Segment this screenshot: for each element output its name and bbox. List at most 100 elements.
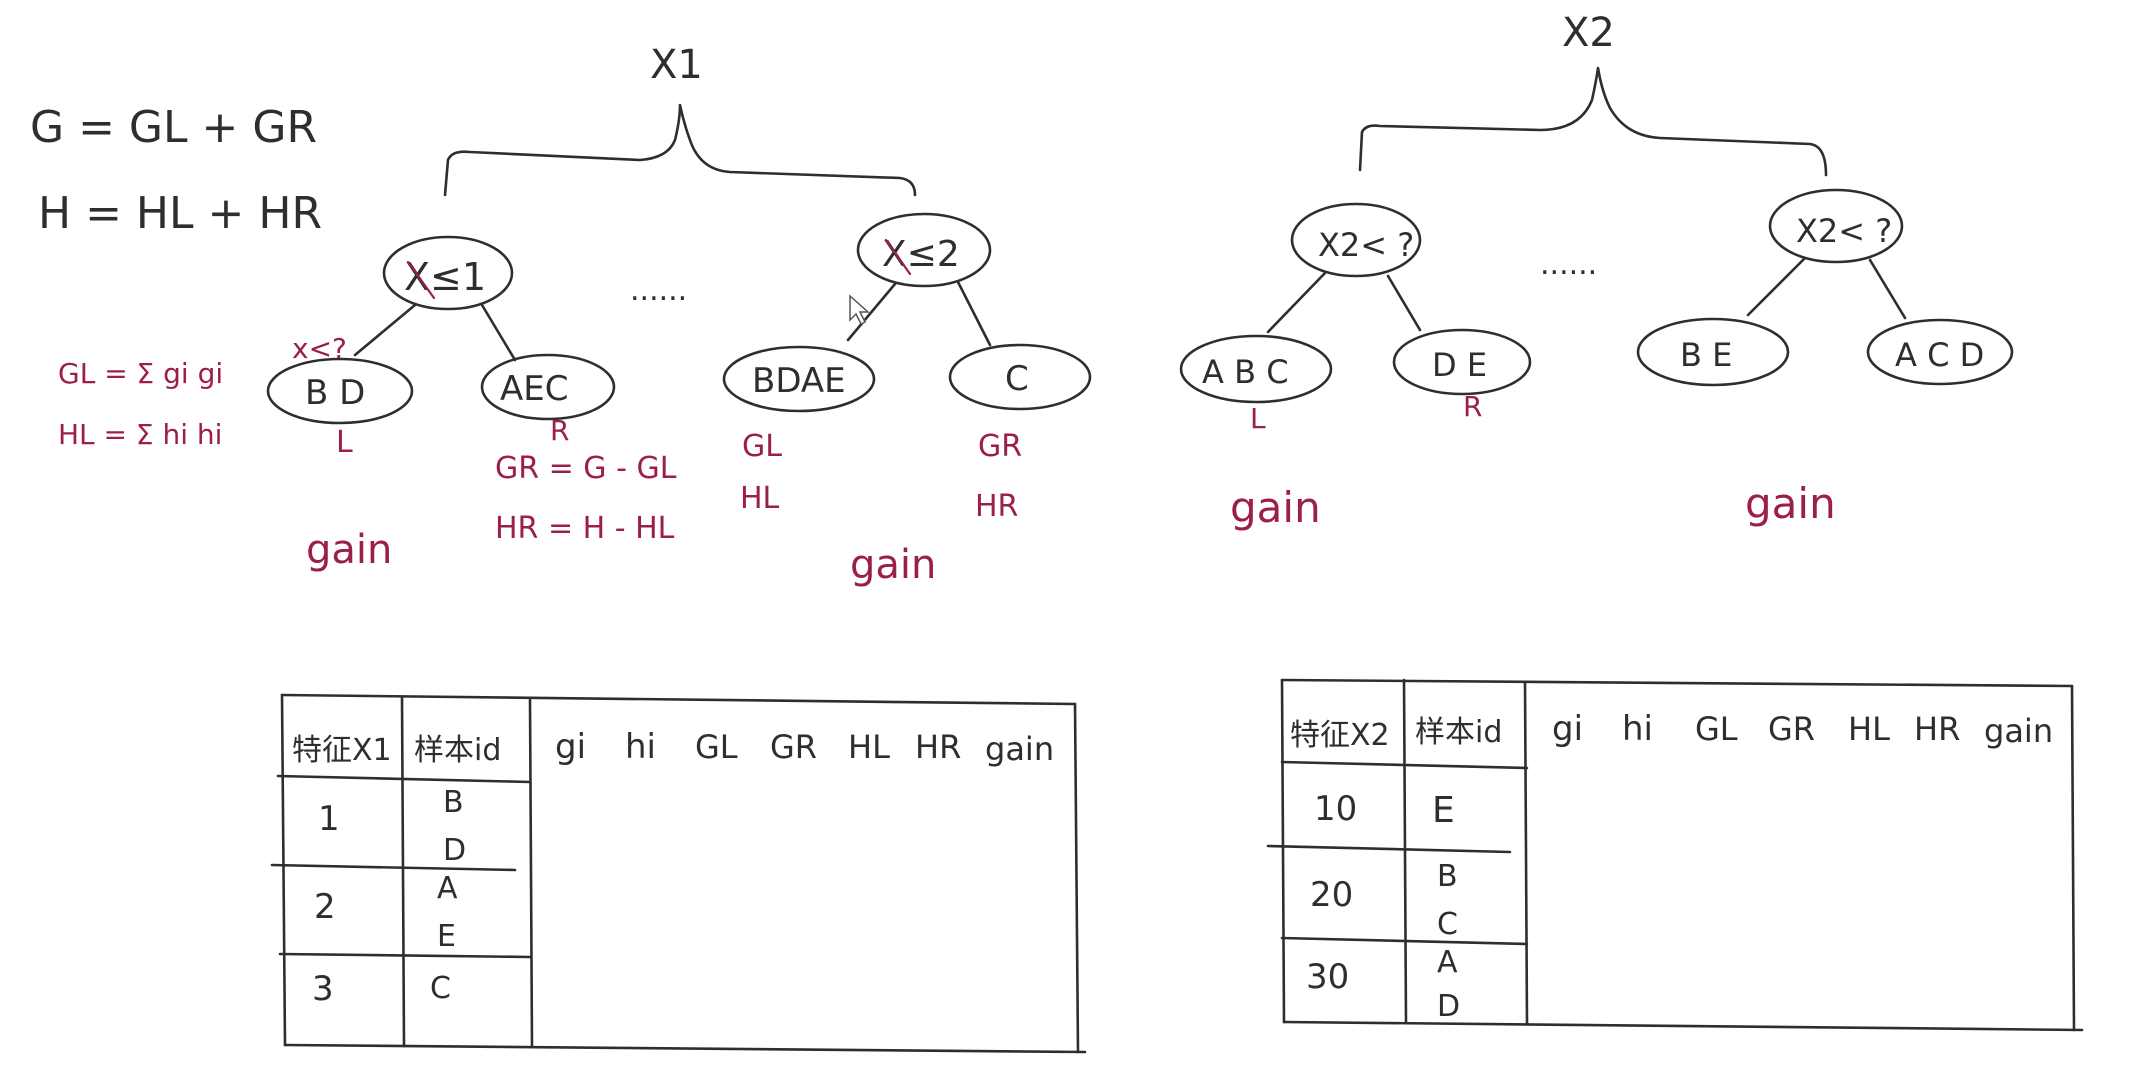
table-x2-row-id: A [1437,945,1458,980]
table-x1-header: hi [625,727,656,767]
tree-x2-split-b-node [1768,188,1904,264]
tree-x1-split-b-node [856,212,992,288]
formula-hl-sum: HL = Σ hi hi [58,418,222,451]
strike-mark [406,260,436,300]
table-x1-header: GR [770,728,817,766]
table-x1-row-id: E [437,919,456,954]
tree-x2-split-a-right-samples: D E [1432,346,1487,384]
tree-x2-split-b-right-samples: A C D [1895,336,1984,374]
tree-x2-split-a-condition: X2< ? [1318,226,1414,264]
table-x2-row-id: D [1437,989,1460,1024]
tree-x1-split-a-gain: gain [306,527,392,573]
table-x2-header: hi [1622,709,1653,749]
table-x2-header: 特征X2 [1290,718,1390,753]
table-x1-grid [270,693,1087,1054]
table-x2-header: gi [1552,709,1583,749]
tree-x1-split-a-edge-left [353,303,417,357]
table-x1-row-id: C [430,971,451,1006]
tree-x1-split-a-right-leaf [480,353,616,421]
table-x2-row-value: 30 [1306,957,1349,997]
tree-x2-split-a-left-leaf [1179,334,1333,404]
tree-x2-split-b-condition: X2< ? [1796,212,1892,250]
tree-x1-split-b-right-leaf [948,343,1092,411]
table-x2-header: 样本id [1415,715,1502,750]
tree-x2-split-b-gain: gain [1745,479,1836,528]
table-x2-header: GL [1695,710,1738,748]
table-x1-header: gain [985,730,1054,768]
tree-x2-split-b-right-leaf [1866,318,2014,386]
table-x1-row-value: 2 [314,887,336,927]
tree-x1-split-b-right-samples: C [1005,359,1029,399]
tree-x1-split-b-condition: X≤2 [882,234,960,275]
table-x2-grid [1266,678,2084,1032]
formula-block: G = GL + GR H = HL + HR [30,102,322,239]
tree-x1-split-b-left-leaf [722,345,876,413]
tree-x1-split-b-right-h: HR [975,489,1018,524]
formula-hr-diff: HR = H - HL [495,511,675,546]
tree-x2-split-b-left-samples: B E [1680,336,1732,374]
tree-x2-split-a-right-tag: R [1463,390,1482,423]
table-x1-row-id: A [437,871,458,906]
tree-x2-split-a-left-samples: A B C [1202,353,1289,391]
tree-x2-split-a-node [1290,202,1422,278]
table-x2-header: HL [1848,710,1890,748]
table-x1-header: GL [695,728,738,766]
table-x1-row-id: D [443,833,466,868]
tree-x1-split-b-edge-left [846,282,897,342]
formula-gl-sum: GL = Σ gi gi [58,357,223,390]
tree-x1-split-a-left-tag: L [336,425,353,460]
formula-h-total: H = HL + HR [38,188,322,239]
formula-gr-diff: GR = G - GL [495,451,677,486]
tree-x2-feature-label: X2 [1562,10,1615,56]
tree-x2: X2 X2< ? A B C D E L R gain ...... X2< ?… [1179,10,2014,532]
tree-x1-split-a-edge-right [480,303,517,362]
table-x1-header: HR [915,728,961,766]
mouse-cursor-icon [849,294,870,326]
formula-g-total: G = GL + GR [30,102,317,153]
tree-x1-split-b-right-g: GR [978,429,1022,464]
tree-x1-feature-label: X1 [650,42,703,88]
table-x2-header: HR [1914,710,1960,748]
table-x1-header: gi [555,727,586,767]
tree-x2-split-a-edge-left [1266,271,1327,334]
table-x1-row-value: 3 [312,969,334,1009]
tree-x1-split-a-node [382,235,514,311]
tree-x1-brace [443,103,917,197]
tree-x2-split-b-left-leaf [1636,317,1790,387]
tree-x2-split-a-left-tag: L [1250,402,1266,435]
table-x1-header: 特征X1 [292,733,392,768]
table-x2-header: GR [1768,710,1815,748]
tree-x2-split-a-edge-right [1386,274,1422,332]
table-x2-row-id: B [1437,859,1458,894]
table-x1-row-value: 1 [318,799,340,839]
tree-x1-split-a-condition: X≤1 [404,255,486,299]
table-x1-header: HL [848,728,890,766]
tree-x1-split-a-right-tag: R [550,414,569,447]
strike-mark [884,238,912,276]
tree-x2-brace [1358,66,1828,177]
tree-x2-split-b-edge-right [1868,258,1907,320]
tree-x1-split-b-left-h: HL [740,481,780,516]
table-x2-header: gain [1984,712,2053,750]
tree-x1-split-a-right-samples: AEC [500,369,568,409]
table-x2-row-value: 10 [1314,789,1357,829]
tree-x1: X1 X≤1 x<? B D AEC L R gain GL = Σ gi gi… [58,42,1092,588]
table-x2: 特征X2 样本id gi hi GL GR HL HR gain 10 E 20… [1266,678,2084,1032]
tree-x1-split-b-edge-right [956,280,992,347]
tree-x2-split-a-right-leaf [1392,328,1532,396]
tree-x1-split-a-left-leaf [266,357,414,425]
tree-x1-split-a-left-samples: B D [305,373,365,413]
table-x1-row-id: B [443,785,464,820]
table-x2-row-id: C [1437,907,1458,942]
tree-x2-split-a-gain: gain [1230,483,1321,532]
tree-x2-split-b-edge-left [1746,257,1806,317]
tree-x1-ellipsis: ...... [630,273,687,308]
table-x1-header: 样本id [414,733,501,768]
table-x2-row-id: E [1432,790,1455,831]
tree-x2-ellipsis: ...... [1540,247,1597,282]
tree-x1-split-b-left-samples: BDAE [752,361,846,401]
table-x2-row-value: 20 [1310,875,1353,915]
tree-x1-split-b-left-g: GL [742,429,782,464]
tree-x1-split-b-gain: gain [850,542,936,588]
